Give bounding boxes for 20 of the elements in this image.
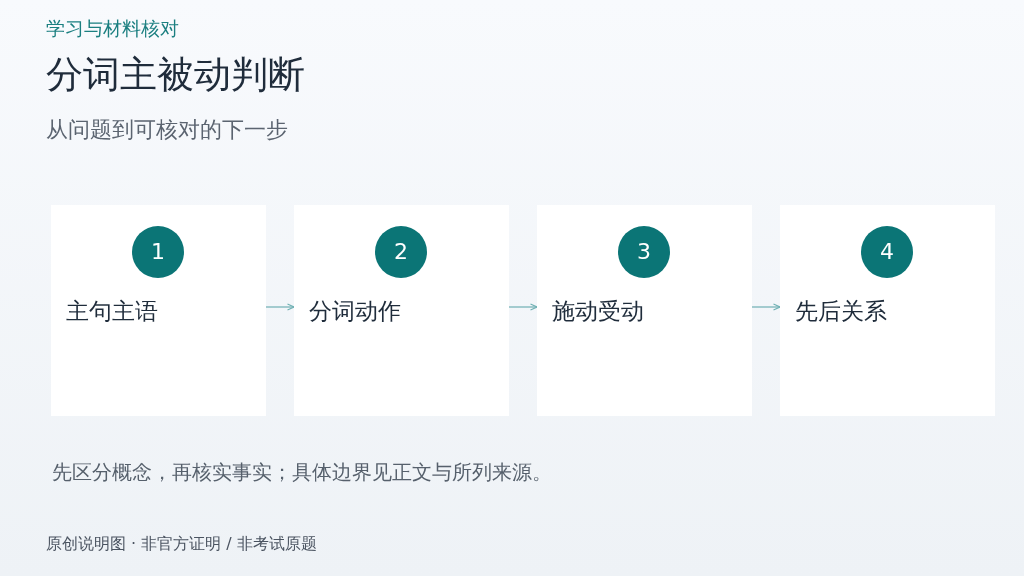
step-card xyxy=(294,205,509,416)
step-number-badge: 1 xyxy=(132,226,184,278)
footer-note: 原创说明图 · 非官方证明 / 非考试原题 xyxy=(46,534,317,554)
note-text: 先区分概念，再核实事实；具体边界见正文与所列来源。 xyxy=(52,460,552,484)
step-card xyxy=(51,205,266,416)
arrow xyxy=(751,303,781,311)
arrow xyxy=(508,303,538,311)
step-number-badge: 4 xyxy=(861,226,913,278)
step-card xyxy=(537,205,752,416)
step-number-badge: 3 xyxy=(618,226,670,278)
arrow xyxy=(265,303,295,311)
step-title: 先后关系 xyxy=(795,298,887,326)
section-label: 学习与材料核对 xyxy=(46,17,179,40)
step-title: 主句主语 xyxy=(66,298,158,326)
step-title: 施动受动 xyxy=(552,298,644,326)
subtitle: 从问题到可核对的下一步 xyxy=(46,117,288,144)
step-title: 分词动作 xyxy=(309,298,401,326)
page-title: 分词主被动判断 xyxy=(46,53,305,98)
step-card xyxy=(780,205,995,416)
step-number-badge: 2 xyxy=(375,226,427,278)
